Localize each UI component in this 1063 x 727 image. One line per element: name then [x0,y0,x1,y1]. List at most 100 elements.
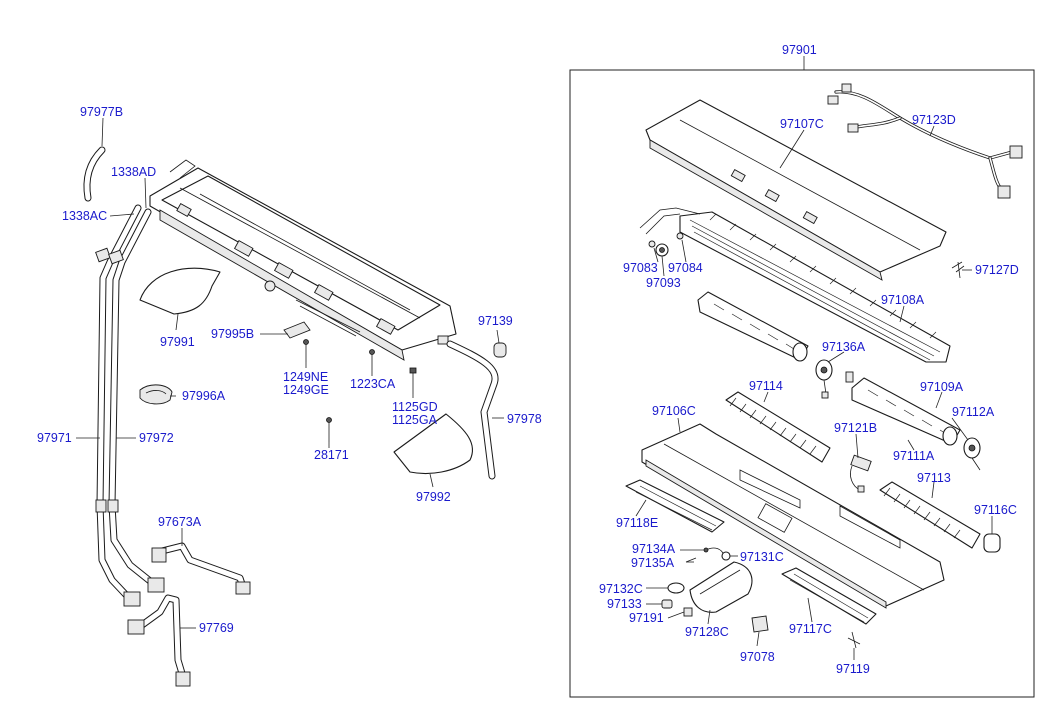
label-97107c: 97107C [780,117,824,131]
label-97132c: 97132C [599,582,643,596]
label-97114: 97114 [749,379,783,393]
label-1249ne: 1249NE [283,370,328,384]
label-97673a: 97673A [158,515,202,529]
label-97108a: 97108A [881,293,925,307]
label-97119: 97119 [836,662,870,676]
pipe-joint [108,249,124,265]
label-97128c: 97128C [685,625,729,639]
cap-97116c [983,533,1001,553]
label-97118e: 97118E [616,516,658,530]
right-assembly-drawing [625,83,1023,649]
label-97996a: 97996A [182,389,226,403]
pipe-fitting [235,581,251,595]
label-1223ca: 1223CA [350,377,396,391]
assembly-frame-97901 [569,69,1035,698]
part-97134a [705,547,725,557]
pipe-joint [95,247,111,263]
damper-97128c [689,561,753,613]
label-97131c: 97131C [740,550,784,564]
label-97769: 97769 [199,621,234,635]
part-97084 [676,232,684,240]
grommet-97139 [493,342,507,358]
label-97127d: 97127D [975,263,1019,277]
label-97191: 97191 [629,611,664,625]
label-97139: 97139 [478,314,513,328]
pad-97992 [393,413,473,475]
label-97112a: 97112A [952,405,995,419]
label-1249ge: 1249GE [283,383,329,397]
blower-97109a [851,377,961,446]
part-labels: 97901 97977B 1338AD 1338AC 97991 97995B … [37,43,1019,676]
label-97971: 97971 [37,431,72,445]
pipe-fitting [127,619,145,635]
label-97977b: 97977B [80,105,123,119]
label-97901: 97901 [782,43,817,57]
label-1338ad: 1338AD [111,165,156,179]
part-97191 [683,607,693,617]
label-97111a: 97111A [893,449,935,463]
label-97109a: 97109A [920,380,964,394]
label-97084: 97084 [668,261,703,275]
clip-97127d [951,261,965,279]
pipe-fitting [147,577,165,593]
case-97106c [641,423,945,609]
clip-97078 [751,615,769,633]
label-97972: 97972 [139,431,174,445]
blower-upper [697,291,809,362]
cover-97107c [645,99,947,281]
heater-core-97108a [639,207,951,363]
label-97991: 97991 [160,335,195,349]
label-97135a: 97135A [631,556,675,570]
part-97132c [667,582,685,594]
grille-97113 [879,481,981,549]
label-97121b: 97121B [834,421,877,435]
part-97119 [847,631,861,649]
part-97083 [648,240,656,248]
pipe-fitting [123,591,141,607]
vent-97117c [781,567,877,625]
label-97123d: 97123D [912,113,956,127]
label-1125ga: 1125GA [392,413,438,427]
sensor-97121b [850,454,872,493]
vent-97118e [625,479,725,533]
part-97133 [661,599,673,609]
screw-1125gd [409,367,417,394]
label-97113: 97113 [917,471,951,485]
clip-97996a [139,384,173,405]
callout-lines [76,56,993,660]
pipe-joint [95,499,107,513]
left-assembly-drawing [83,146,507,687]
main-duct-housing [149,159,457,361]
bracket-97995b [283,321,311,339]
label-97093: 97093 [646,276,681,290]
label-97116c: 97116C [974,503,1017,517]
label-97078: 97078 [740,650,775,664]
label-97106c: 97106C [652,404,696,418]
label-97134a: 97134A [632,542,676,556]
label-1125gd: 1125GD [392,400,438,414]
label-97995b: 97995B [211,327,254,341]
label-28171: 28171 [314,448,349,462]
part-97131c [721,551,731,561]
screw-1223ca [369,349,375,370]
label-97083: 97083 [623,261,658,275]
label-1338ac: 1338AC [62,209,107,223]
pipe-97673a [154,542,248,594]
screw-28171 [326,417,332,442]
grille-97114 [725,391,831,463]
label-97136a: 97136A [822,340,866,354]
pipe-joint [107,499,119,513]
screw-1249ne [303,339,309,362]
motor-97112a [963,437,981,471]
label-97978: 97978 [507,412,542,426]
pad-97991 [139,267,221,315]
label-97992: 97992 [416,490,451,504]
part-97135a [685,557,697,563]
harness-97123d [827,83,1023,199]
pipe-fitting [175,671,191,687]
label-97117c: 97117C [789,622,832,636]
pipe-fitting [151,547,167,563]
motor-97136a [815,359,854,399]
label-97133: 97133 [607,597,642,611]
